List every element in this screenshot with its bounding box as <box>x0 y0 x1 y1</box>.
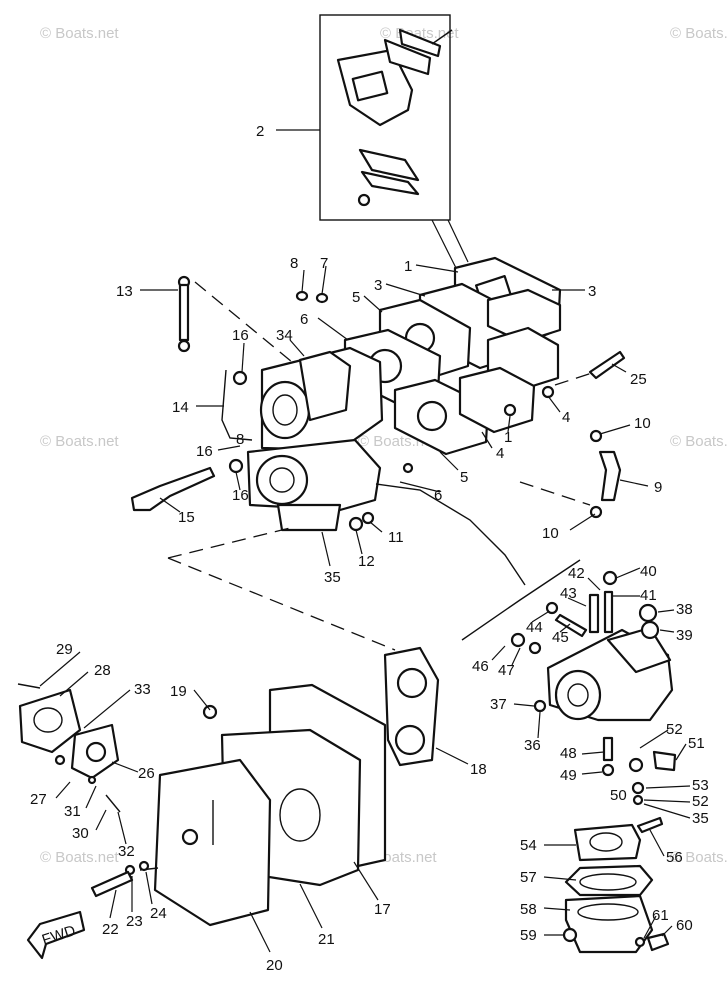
callout-54: 53 <box>692 777 709 794</box>
reed-valve-assembly <box>343 256 562 474</box>
callout-15: 15 <box>178 509 195 526</box>
callout-24: 24 <box>150 905 167 922</box>
callout-39: 39 <box>676 627 693 644</box>
callout-53: 52 <box>692 793 709 810</box>
callout-3: 3 <box>588 283 596 300</box>
callout-3: 3 <box>374 277 382 294</box>
callout-30: 30 <box>72 825 89 842</box>
callout-50: 50 <box>610 787 627 804</box>
callout-8: 8 <box>290 255 298 272</box>
callout-36: 36 <box>524 737 541 754</box>
callout-7: 7 <box>320 255 328 272</box>
callout-10: 10 <box>542 525 559 542</box>
callout-60: 59 <box>520 927 537 944</box>
callout-5: 5 <box>460 469 468 486</box>
watermark: © Boats.net <box>670 25 728 42</box>
callout-57: 56 <box>666 849 683 866</box>
callout-47: 47 <box>498 662 515 679</box>
callout-17: 17 <box>374 901 391 918</box>
hose-assembly <box>589 429 622 519</box>
callout-1: 1 <box>404 258 412 275</box>
carburetor-right <box>510 570 677 806</box>
callout-23: 23 <box>126 913 143 930</box>
callout-32: 32 <box>118 843 135 860</box>
callout-34: 34 <box>276 327 293 344</box>
callout-44: 44 <box>526 619 543 636</box>
bolt-25 <box>554 350 626 386</box>
intake-silencer <box>90 683 387 927</box>
watermark: © Boats.net <box>40 849 119 866</box>
leader-lines <box>39 264 691 953</box>
callout-59: 58 <box>520 901 537 918</box>
callout-58: 57 <box>520 869 537 886</box>
callout-45: 45 <box>552 629 569 646</box>
callout-8: 8 <box>236 431 244 448</box>
callout-20: 20 <box>266 957 283 974</box>
callout-9: 9 <box>654 479 662 496</box>
callout-28: 28 <box>94 662 111 679</box>
callout-25: 25 <box>630 371 647 388</box>
callout-61: 60 <box>676 917 693 934</box>
callout-4: 4 <box>562 409 570 426</box>
guide-lines <box>167 481 591 651</box>
callout-62: 61 <box>652 907 669 924</box>
callout-48: 48 <box>560 745 577 762</box>
float-bowl <box>562 816 670 954</box>
callout-2: 2 <box>256 123 264 140</box>
callout-37: 37 <box>490 696 507 713</box>
watermark: © Boats.net <box>670 433 728 450</box>
callout-46: 46 <box>472 658 489 675</box>
callout-16: 16 <box>232 327 249 344</box>
callout-13: 13 <box>116 283 133 300</box>
callout-1: 1 <box>504 429 512 446</box>
callout-35: 35 <box>324 569 341 586</box>
callout-16: 16 <box>232 487 249 504</box>
callout-27: 27 <box>30 791 47 808</box>
callout-33: 33 <box>134 681 151 698</box>
watermark: © Boats.net <box>670 849 728 866</box>
callout-43: 43 <box>560 585 577 602</box>
callout-5: 5 <box>352 289 360 306</box>
throttle-body-26 <box>17 683 121 813</box>
linkage <box>130 275 293 512</box>
watermark: © Boats.net <box>40 25 119 42</box>
callout-18: 18 <box>470 761 487 778</box>
carburetor-assembly <box>228 346 384 532</box>
callout-6: 6 <box>434 487 442 504</box>
callout-26: 26 <box>138 765 155 782</box>
fwd-arrow: FWD <box>26 910 86 960</box>
callout-31: 31 <box>64 803 81 820</box>
callout-19: 19 <box>170 683 187 700</box>
callout-35: 35 <box>692 810 709 827</box>
callout-11: 11 <box>388 529 404 546</box>
callout-42: 42 <box>568 565 585 582</box>
gasket-18 <box>383 646 440 767</box>
watermark: © Boats.net <box>40 433 119 450</box>
callout-12: 12 <box>358 553 375 570</box>
callout-16: 16 <box>196 443 213 460</box>
callout-51: 51 <box>688 735 705 752</box>
callout-21: 21 <box>318 931 335 948</box>
callout-38: 38 <box>676 601 693 618</box>
callout-49: 49 <box>560 767 577 784</box>
callout-4: 4 <box>496 445 504 462</box>
callout-56: 54 <box>520 837 537 854</box>
callout-41: 41 <box>640 587 657 604</box>
callout-52: 52 <box>666 721 683 738</box>
callout-labels: 2 1 3 3 5 6 8 7 13 34 16 14 16 8 16 15 3… <box>30 123 709 974</box>
callout-10: 10 <box>634 415 651 432</box>
callout-6: 6 <box>300 311 308 328</box>
callout-14: 14 <box>172 399 189 416</box>
reed-valve-kit <box>319 14 453 221</box>
callout-22: 22 <box>102 921 119 938</box>
callout-29: 29 <box>56 641 73 658</box>
callout-40: 40 <box>640 563 657 580</box>
